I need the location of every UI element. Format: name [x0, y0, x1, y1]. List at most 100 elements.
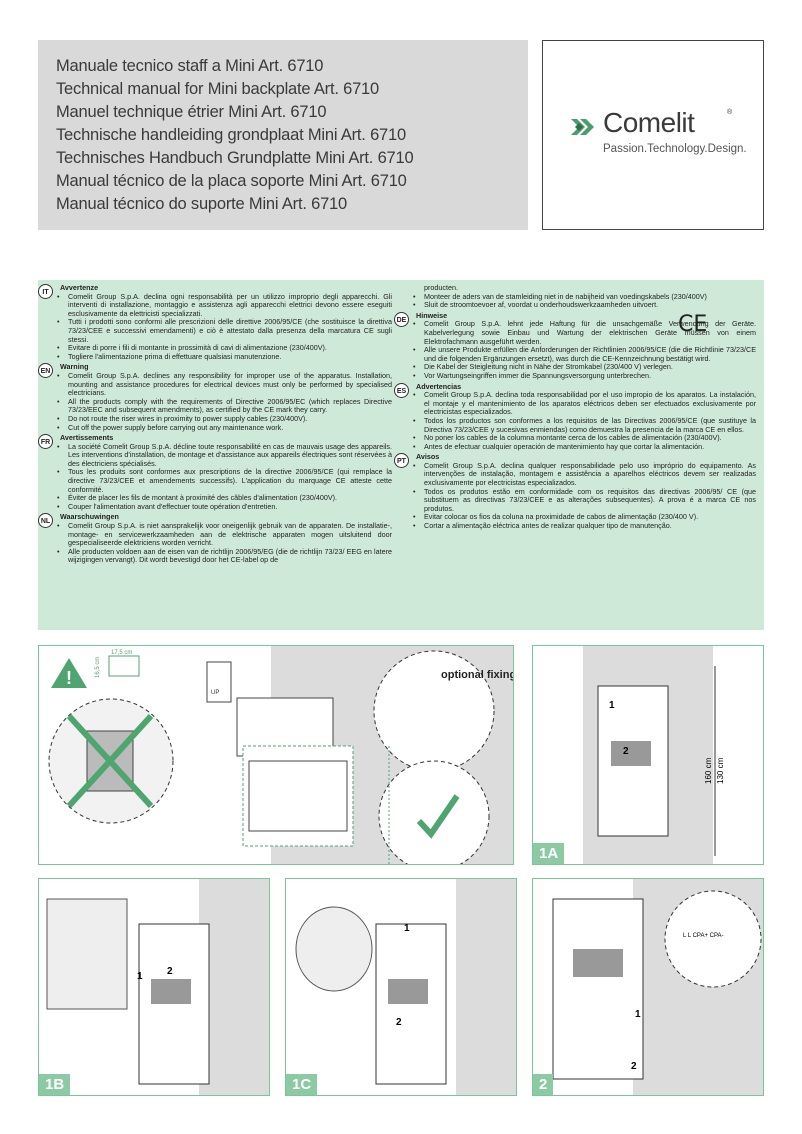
- warning-item: No poner los cables de la columna montan…: [413, 433, 756, 443]
- warning-item: Alle producten voldoen aan de eisen van …: [57, 547, 392, 565]
- dim-width-label: 17,5 cm: [111, 650, 132, 656]
- warning-item: Evitar colocar os fios da coluna na prox…: [413, 513, 756, 522]
- continuation-block: producten.Monteer de aders van de stamle…: [398, 283, 756, 310]
- warning-section-es: ES AdvertenciasComelit Group S.p.A. decli…: [394, 381, 756, 452]
- warning-item: Togliere l'alimentazione prima di effett…: [57, 352, 392, 362]
- warning-item: Do not route the riser wires in proximit…: [57, 414, 392, 424]
- step-1-label: 1: [137, 971, 143, 982]
- warning-item: Cortar a alimentação eléctrica antes de …: [413, 521, 756, 531]
- title-pt: Manual técnico do suporte Mini Art. 6710: [56, 195, 348, 213]
- ce-mark: CE: [678, 312, 708, 337]
- title-de: Technisches Handbuch Grundplatte Mini Ar…: [56, 149, 414, 167]
- warning-item: Cut off the power supply before carrying…: [57, 423, 392, 433]
- step-1-label: 1: [635, 1009, 641, 1020]
- warnings-left-column: IT AvvertenzeComelit Group S.p.A. declina…: [38, 283, 392, 567]
- title-en: Technical manual for Mini backplate Art.…: [56, 80, 380, 98]
- dimension-box: [108, 655, 140, 677]
- up-label: UP: [211, 690, 219, 696]
- warnings-box: ITAvvertenzeComelit Group S.p.A. declina…: [38, 280, 764, 630]
- warning-item: Tous les produits sont conformes aux pre…: [57, 468, 392, 494]
- language-badge: PT: [394, 453, 409, 469]
- terminals-label: L L CPA+ CPA-: [683, 933, 724, 939]
- panel-2-label: 2: [533, 1074, 554, 1095]
- warning-item: producten.: [424, 283, 458, 292]
- step-2-label: 2: [623, 746, 629, 757]
- warning-item: Comelit Group S.p.A. declina ogni respon…: [57, 292, 392, 319]
- warning-item: Antes de efectuar cualquier operación de…: [413, 442, 756, 452]
- section-heading: Avertissements: [60, 433, 114, 443]
- section-heading: Advertencias: [416, 381, 462, 391]
- panel-2: L L CPA+ CPA- 1 2 2: [532, 878, 764, 1096]
- check-icon: [416, 794, 460, 839]
- warning-section-it: IT AvvertenzeComelit Group S.p.A. declina…: [38, 283, 392, 362]
- registered-mark: ®: [727, 109, 733, 116]
- warning-item: Comelit Group S.p.A. declina toda respon…: [413, 390, 756, 417]
- warning-triangle-icon: [51, 658, 87, 688]
- language-badge: EN: [38, 363, 53, 379]
- panel-1a-drawing: 1 2 160 cm 130 cm: [597, 666, 725, 856]
- warning-section-en: EN WarningComelit Group S.p.A. declines a…: [38, 362, 392, 433]
- warning-item: Éviter de placer les fils de montant à p…: [57, 494, 392, 503]
- section-heading: Avisos: [416, 452, 440, 462]
- step-1-label: 1: [609, 700, 615, 711]
- panel-2-drawing: L L CPA+ CPA- 1 2: [552, 890, 762, 1080]
- section-heading: Hinweise: [416, 310, 448, 320]
- language-badge: ES: [394, 382, 409, 398]
- logo-tagline: Passion.Technology.Design.: [603, 143, 747, 155]
- warning-section-fr: FRAvertissementsLa société Comelit Group…: [38, 433, 392, 512]
- comelit-logo-icon: [571, 119, 594, 135]
- dim-height-label: 16,5 cm: [95, 657, 101, 678]
- warning-section-pt: PT AvisosComelit Group S.p.A. declina qua…: [394, 452, 756, 531]
- warning-item: Monteer de aders van de stamleiding niet…: [413, 292, 756, 302]
- warning-item: All the products comply with the require…: [57, 397, 392, 415]
- title-it: Manuale tecnico staff a Mini Art. 6710: [56, 57, 324, 75]
- step-1-label: 1: [404, 923, 410, 934]
- title-fr: Manuel technique étrier Mini Art. 6710: [56, 103, 327, 121]
- language-badge: NL: [38, 513, 53, 529]
- height-130-label: 130 cm: [716, 757, 725, 784]
- panel-1b: 1 2 1B: [38, 878, 270, 1096]
- optional-fixing-label: optional fixing: [441, 669, 514, 681]
- section-heading: Avvertenze: [60, 283, 99, 292]
- section-heading: Warning: [60, 362, 89, 372]
- warnings-right-column: producten.Monteer de aders van de stamle…: [394, 283, 756, 533]
- warning-item: Tutti i prodotti sono conformi alle pres…: [57, 318, 392, 344]
- detail-circle-correct: [378, 760, 490, 864]
- warning-item: Sluit de stroomtoevoer af, voordat u ond…: [413, 301, 756, 310]
- language-badge: FR: [38, 434, 53, 450]
- warning-item: Alle unsere Produkte erfüllen die Anford…: [413, 345, 756, 363]
- overview-drawing: ! 17,5 cm 16,5 cm UP optional fixing: [48, 650, 514, 864]
- svg-text:!: !: [66, 668, 72, 688]
- warning-item: Couper l'alimentation avant d'effectuer …: [57, 502, 392, 512]
- logo-box: Comelit ® Passion.Technology.Design.: [542, 40, 764, 230]
- language-badge: IT: [38, 284, 53, 299]
- warning-item: Todos os produtos estão em conformidade …: [413, 487, 756, 514]
- title-es: Manual técnico de la placa soporte Mini …: [56, 172, 407, 190]
- title-box: Manuale tecnico staff a Mini Art. 6710 T…: [38, 40, 528, 230]
- step-2-label: 2: [167, 966, 173, 977]
- language-badge: DE: [394, 311, 409, 327]
- warning-section-nl: NL WaarschuwingenComelit Group S.p.A. is …: [38, 512, 392, 565]
- warning-item: Evitare di porre i fili di montante in p…: [57, 344, 392, 353]
- panel-installation-overview: ! 17,5 cm 16,5 cm UP optional fixing: [38, 645, 514, 865]
- warning-item: Die Kabel der Steigleitung nicht in Nähe…: [413, 363, 756, 372]
- panel-1c: 1 2 1C: [285, 878, 517, 1096]
- step-2-label: 2: [631, 1061, 637, 1072]
- logo-name: Comelit: [603, 107, 695, 138]
- warning-section-de: DE HinweiseComelit Group S.p.A. lehnt jed…: [394, 310, 756, 381]
- warning-item: Comelit Group S.p.A. is niet aansprakeli…: [57, 521, 392, 548]
- step-2-label: 2: [396, 1017, 402, 1028]
- height-160-label: 160 cm: [704, 757, 713, 784]
- warning-item: Comelit Group S.p.A. declines any respon…: [57, 371, 392, 398]
- panel-1b-label: 1B: [39, 1074, 71, 1095]
- warning-item: Comelit Group S.p.A. lehnt jede Haftung …: [413, 320, 756, 346]
- section-heading: Waarschuwingen: [60, 512, 119, 522]
- panel-1b-drawing: 1 2: [46, 898, 210, 1085]
- panel-1a-label: 1A: [533, 843, 565, 864]
- warning-item: Comelit Group S.p.A. declina qualquer re…: [413, 461, 756, 488]
- title-nl: Technische handleiding grondplaat Mini A…: [56, 126, 406, 144]
- panel-1c-label: 1C: [286, 1074, 318, 1095]
- warning-item: Todos los productos son conformes a los …: [413, 416, 756, 434]
- panel-1c-drawing: 1 2: [295, 906, 447, 1085]
- panel-1a: 1 2 160 cm 130 cm 1A: [532, 645, 764, 865]
